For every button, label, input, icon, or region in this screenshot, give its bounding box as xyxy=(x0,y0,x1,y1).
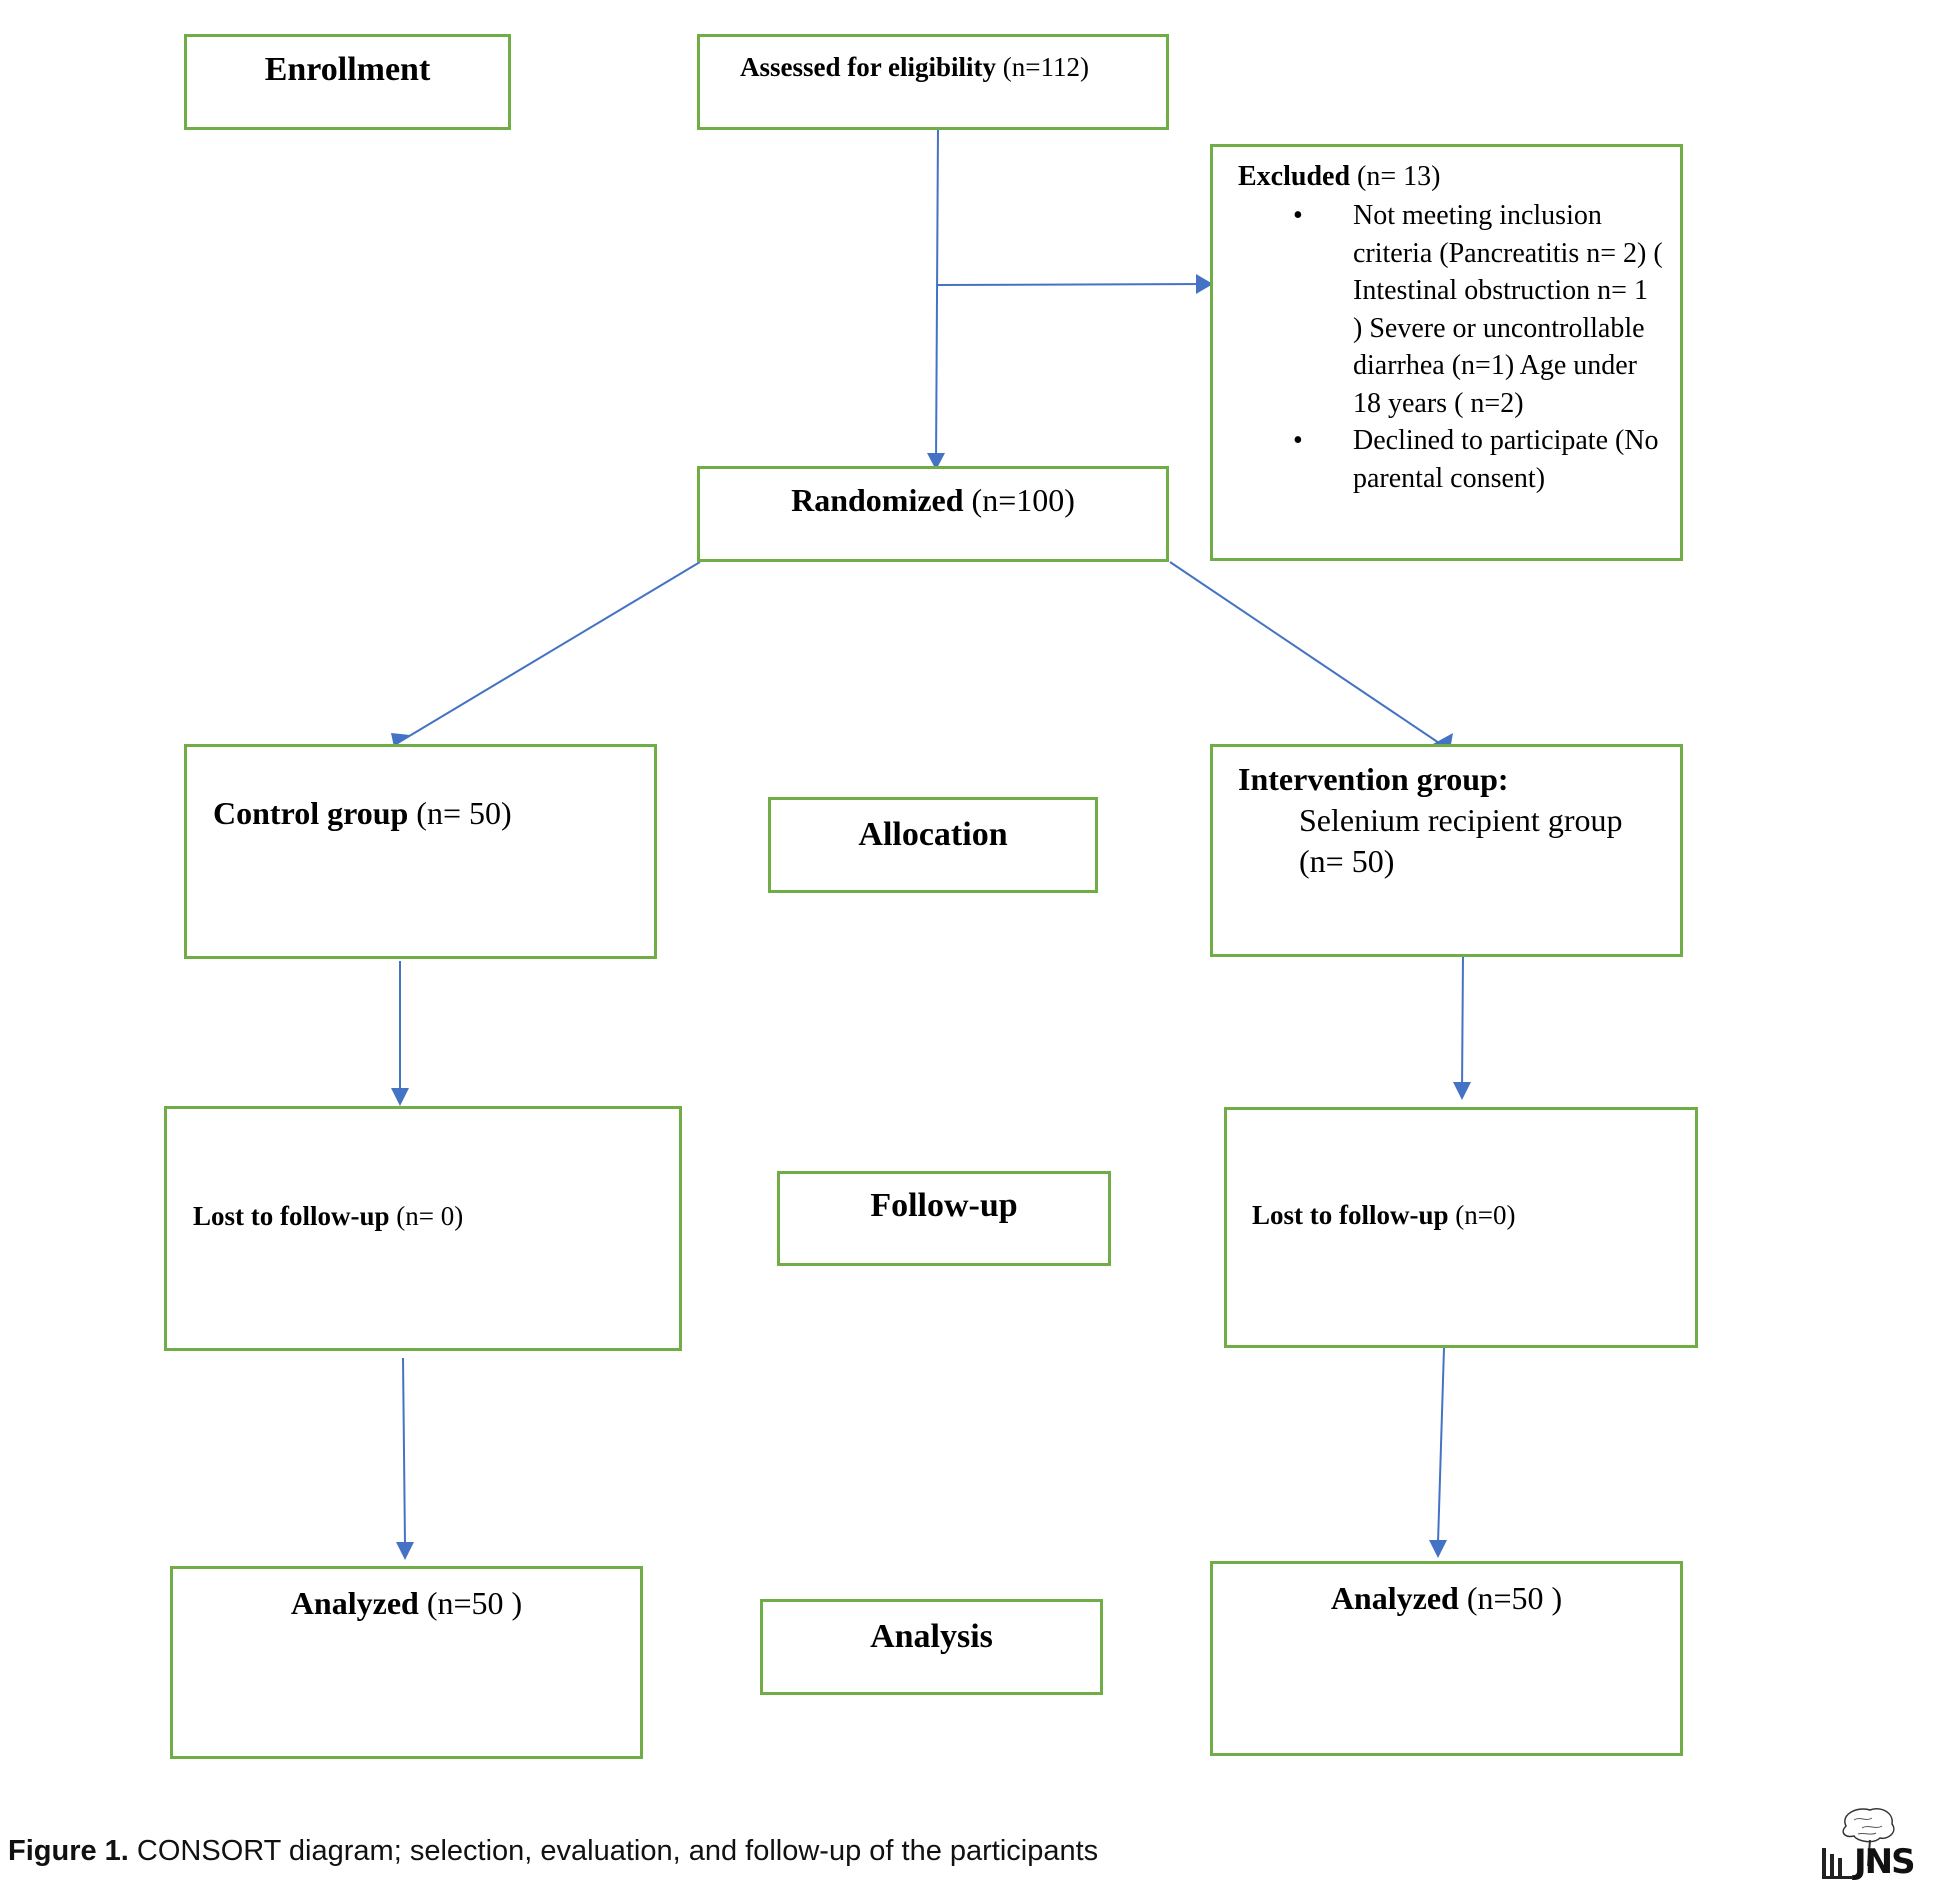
control-group-n: (n= 50) xyxy=(416,795,512,831)
randomized-n: (n=100) xyxy=(971,482,1075,518)
figure-caption: Figure 1. CONSORT diagram; selection, ev… xyxy=(8,1835,1098,1868)
arrowhead xyxy=(927,453,945,470)
stage-enrollment-label: Enrollment xyxy=(264,51,431,88)
arrow-lost-to-analyzed-control xyxy=(402,1357,406,1546)
arrow-randomized-to-intervention xyxy=(1169,561,1446,748)
analyzed-control-n: (n=50 ) xyxy=(426,1585,523,1621)
lost-followup-intervention-n: (n=0) xyxy=(1455,1200,1516,1230)
arrowhead xyxy=(1429,1540,1447,1558)
stage-allocation: Allocation xyxy=(768,797,1098,893)
assessed-box: Assessed for eligibility (n=112) xyxy=(697,34,1169,130)
intervention-group-sub: Selenium recipient group xyxy=(1299,802,1623,838)
lost-followup-control-n: (n= 0) xyxy=(396,1201,464,1231)
lost-followup-intervention-label: Lost to follow-up xyxy=(1252,1200,1449,1230)
excluded-label: Excluded xyxy=(1238,161,1351,192)
analyzed-intervention-box: Analyzed (n=50 ) xyxy=(1210,1561,1683,1756)
stage-followup-label: Follow-up xyxy=(870,1187,1018,1224)
arrow-intervention-to-lost xyxy=(1461,954,1464,1093)
assessed-label: Assessed for eligibility xyxy=(740,52,996,82)
arrow-to-excluded xyxy=(936,283,1209,286)
excluded-box: Excluded (n= 13) Not meeting inclusion c… xyxy=(1210,144,1683,561)
lost-followup-control-label: Lost to follow-up xyxy=(193,1201,390,1231)
arrow-assessed-to-randomized xyxy=(931,126,942,466)
excluded-reasons-list: Not meeting inclusion criteria (Pancreat… xyxy=(1293,197,1663,497)
lost-followup-control-box: Lost to follow-up (n= 0) xyxy=(164,1106,682,1351)
excluded-reason: Not meeting inclusion criteria (Pancreat… xyxy=(1293,197,1663,422)
arrowhead xyxy=(1453,1082,1471,1100)
arrowhead xyxy=(396,1542,414,1560)
excluded-n: (n= 13) xyxy=(1357,161,1441,192)
control-group-label: Control group xyxy=(213,795,409,831)
stage-analysis: Analysis xyxy=(760,1599,1103,1695)
arrowhead xyxy=(391,733,410,747)
excluded-reason: Declined to participate (No parental con… xyxy=(1293,422,1663,497)
figure-caption-text: CONSORT diagram; selection, evaluation, … xyxy=(136,1835,1099,1867)
intervention-group-label: Intervention group: xyxy=(1238,761,1509,797)
arrowhead xyxy=(391,1088,409,1106)
arrowhead xyxy=(1196,274,1213,294)
control-group-box: Control group (n= 50) xyxy=(184,744,657,959)
analyzed-intervention-n: (n=50 ) xyxy=(1466,1580,1563,1616)
stage-analysis-label: Analysis xyxy=(870,1618,993,1655)
analyzed-intervention-label: Analyzed xyxy=(1330,1580,1459,1616)
figure-caption-label: Figure 1. xyxy=(8,1835,129,1867)
analyzed-control-label: Analyzed xyxy=(290,1585,419,1621)
assessed-n: (n=112) xyxy=(1002,52,1089,82)
arrow-lost-to-analyzed-intervention xyxy=(1437,1347,1445,1544)
stage-allocation-label: Allocation xyxy=(858,816,1008,853)
stage-enrollment: Enrollment xyxy=(184,34,511,130)
analyzed-control-box: Analyzed (n=50 ) xyxy=(170,1566,643,1759)
intervention-group-box: Intervention group: Selenium recipient g… xyxy=(1210,744,1683,957)
stage-followup: Follow-up xyxy=(777,1171,1111,1266)
intervention-group-n: (n= 50) xyxy=(1299,843,1395,879)
lost-followup-intervention-box: Lost to follow-up (n=0) xyxy=(1224,1107,1698,1348)
brain-logo-icon xyxy=(1822,1808,1895,1879)
randomized-label: Randomized xyxy=(791,482,964,518)
randomized-box: Randomized (n=100) xyxy=(697,466,1169,562)
logo-text: JNS xyxy=(1854,1842,1916,1882)
journal-logo: JNS xyxy=(1818,1806,1928,1886)
arrow-randomized-to-control xyxy=(395,561,701,745)
